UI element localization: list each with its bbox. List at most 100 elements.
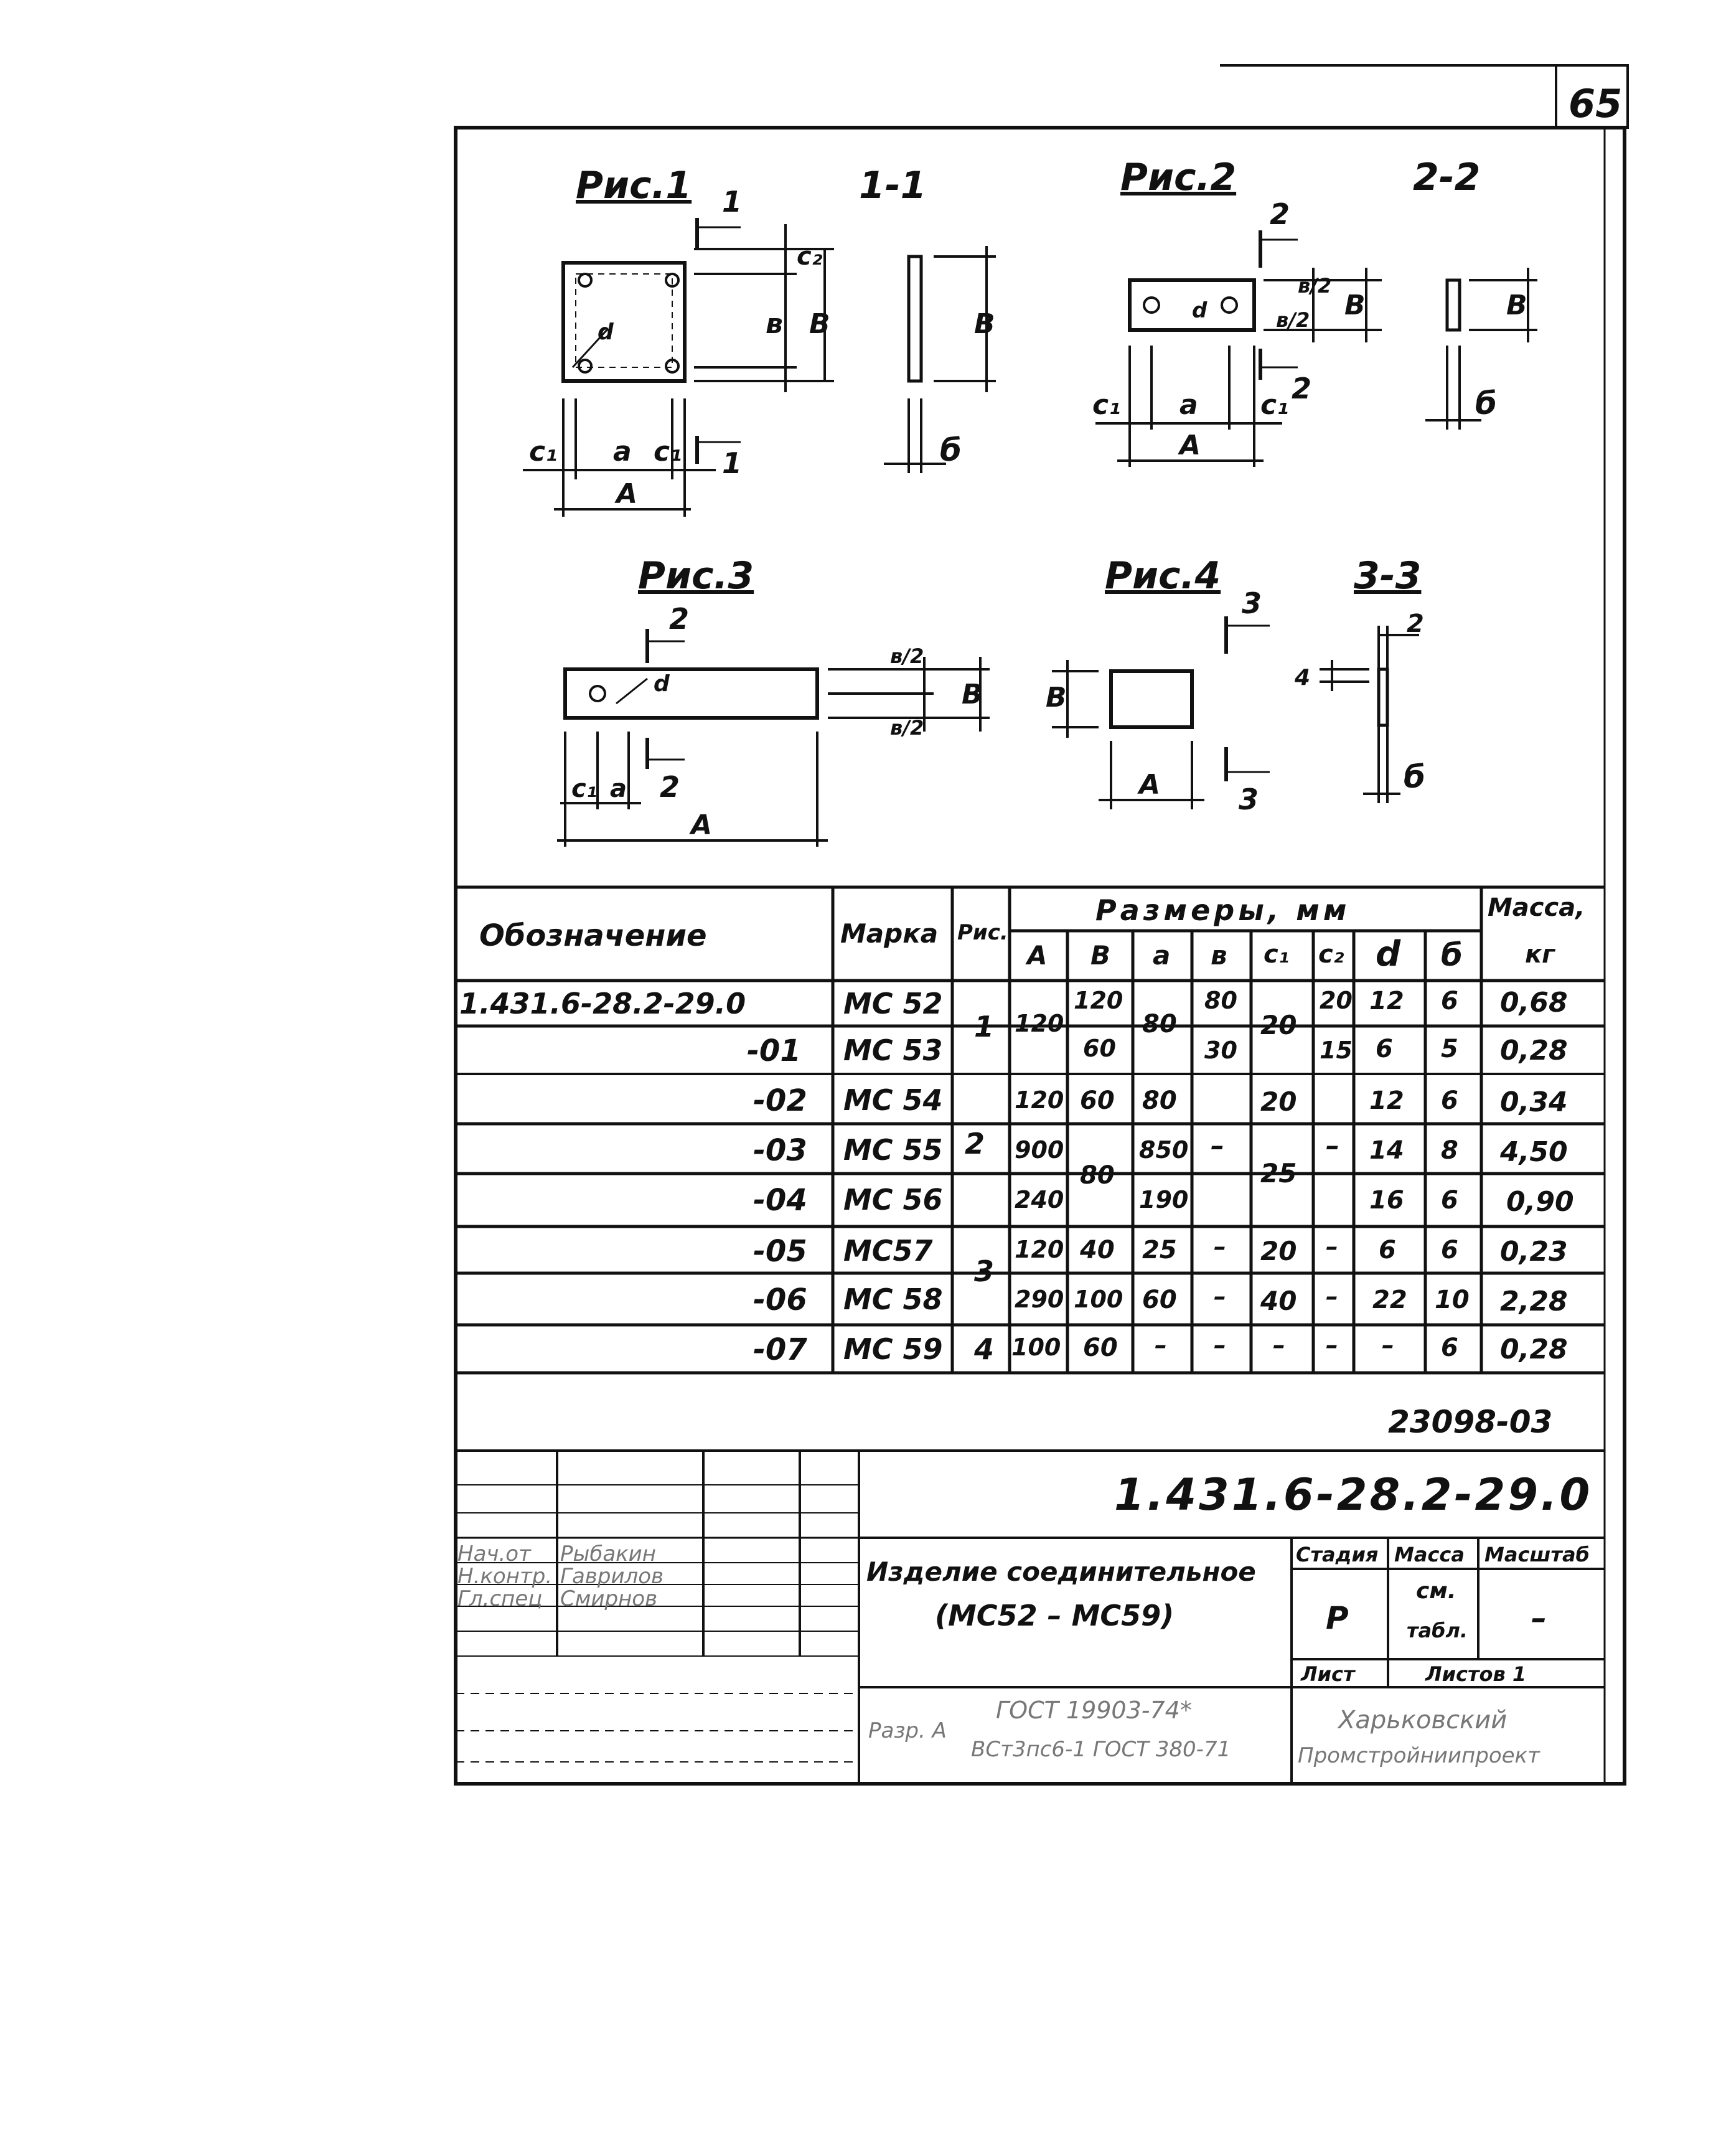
row5-mass: 0,90 (1506, 1186, 1574, 1218)
row1-v: 80 (1204, 987, 1237, 1014)
row1-designation: 1.431.6-28.2-29.0 (459, 987, 746, 1020)
fig4-label-B: В (1046, 682, 1067, 713)
mass-header: Масса (1394, 1543, 1465, 1566)
stage-header: Стадия (1296, 1543, 1379, 1566)
row6-c2: – (1326, 1233, 1338, 1261)
row5-designation: -04 (753, 1183, 807, 1218)
row7-d: 22 (1372, 1286, 1407, 1314)
figure-2 (1095, 230, 1537, 467)
fig2-label-v2-bottom: в/2 (1276, 308, 1310, 332)
row3-a: 80 (1142, 1086, 1177, 1115)
fig4-label-A: А (1137, 769, 1160, 801)
row3-d: 12 (1369, 1086, 1404, 1115)
header-dim-c2: с₂ (1318, 940, 1344, 969)
row1-d: 12 (1369, 987, 1404, 1015)
fig-cell-3: 3 (974, 1255, 995, 1288)
mass-value-2: табл. (1407, 1619, 1468, 1642)
figure-4-labels: Рис.4 3-3 3 3 В А 4 2 б (1046, 554, 1425, 816)
row8-designation: -07 (753, 1332, 807, 1367)
row7-B: 100 (1074, 1286, 1123, 1313)
row8-mark: МС 59 (843, 1332, 943, 1366)
header-dim-A: А (1027, 940, 1048, 971)
row7-a: 60 (1142, 1286, 1177, 1314)
fig2-label-c1-left: с₁ (1092, 389, 1120, 421)
B-cell-80: 80 (1080, 1161, 1115, 1190)
header-dim-B: В (1090, 940, 1111, 971)
scale-value: – (1531, 1600, 1547, 1636)
row5-a: 190 (1139, 1186, 1189, 1213)
album-code: 23098-03 (1388, 1404, 1553, 1440)
row4-d: 14 (1369, 1136, 1404, 1165)
fig3-label-v2-bottom: в/2 (890, 716, 924, 740)
row2-mark: МС 53 (843, 1033, 943, 1067)
role-1: Нач.от (457, 1542, 531, 1566)
fig2-label-d: d (1192, 298, 1208, 323)
fig4-label-4: 4 (1294, 665, 1310, 690)
row2-designation: -01 (747, 1033, 801, 1068)
fig3-label-d: d (654, 671, 670, 697)
row8-A: 100 (1011, 1334, 1061, 1361)
stamp-title-line1: Изделие соединительное (866, 1556, 1256, 1587)
header-mass: Масса, (1488, 893, 1585, 922)
figure-3 (557, 629, 990, 847)
figure-3-labels: Рис.3 2 2 с₁ а А в/2 в/2 В d (571, 554, 983, 841)
fig2-label-c1-right: с₁ (1260, 389, 1288, 421)
row4-a: 850 (1139, 1136, 1189, 1164)
a-cell-80: 80 (1142, 1010, 1177, 1038)
row1-c2: 20 (1320, 987, 1353, 1014)
name-2: Гаврилов (560, 1564, 664, 1589)
fig1-label-B: В (809, 308, 830, 340)
row2-v: 30 (1204, 1037, 1237, 1064)
row7-designation: -06 (753, 1283, 807, 1317)
row2-B: 60 (1083, 1035, 1116, 1062)
row7-c2: – (1326, 1283, 1338, 1311)
fig4-title: Рис.4 (1105, 554, 1221, 598)
page-number: 65 (1569, 81, 1623, 126)
fig1-label-c2: с₂ (797, 242, 823, 271)
row8-c2: – (1326, 1331, 1338, 1360)
fig4-section-mark: 3 (1242, 586, 1262, 620)
row1-mass: 0,68 (1500, 987, 1568, 1019)
c1-cell-20: 20 (1260, 1010, 1297, 1040)
bottom-center-2: ВСт3пс6-1 ГОСТ 380-71 (971, 1737, 1231, 1762)
fig2-section-label-B: В (1506, 290, 1527, 321)
row3-mass: 0,34 (1500, 1086, 1568, 1118)
row8-c1: – (1273, 1331, 1285, 1360)
fig3-section-mark: 2 (669, 602, 689, 636)
header-dimensions: Размеры, мм (1095, 893, 1351, 927)
fig2-label-B: В (1344, 290, 1366, 321)
row8-B: 60 (1083, 1334, 1118, 1362)
row6-mark: МС57 (843, 1234, 933, 1268)
fig1-label-a: а (613, 436, 632, 468)
figure-1 (523, 218, 996, 517)
fig4-section-title: 3-3 (1354, 554, 1421, 598)
sheets-label: Листов 1 (1425, 1662, 1527, 1686)
header-designation: Обозначение (479, 918, 707, 953)
figure-1-labels: Рис.1 1-1 1 1 с₁ а с₁ А с₂ в В б d В (529, 164, 995, 510)
fig2-label-b: б (1475, 385, 1497, 421)
fig2-label-v2-top: в/2 (1298, 274, 1331, 298)
scale-header: Масштаб (1484, 1543, 1590, 1566)
org-line-2: Промстройниипроект (1298, 1743, 1540, 1768)
v-cell-dash: – (1211, 1130, 1224, 1162)
header-mass-unit: кг (1525, 940, 1555, 969)
row6-A: 120 (1015, 1236, 1064, 1263)
header-dim-a: а (1153, 940, 1171, 971)
fig3-label-v2-top: в/2 (890, 644, 924, 668)
figure-4 (1052, 616, 1419, 809)
row6-v: – (1214, 1233, 1226, 1261)
row3-B: 60 (1080, 1086, 1115, 1115)
row2-d: 6 (1376, 1035, 1393, 1063)
row3-c1: 20 (1260, 1086, 1297, 1117)
role-3: Гл.спец (457, 1586, 543, 1611)
row4-A: 900 (1015, 1136, 1064, 1164)
bottom-left-note: Разр. А (868, 1718, 947, 1743)
row5-A: 240 (1015, 1186, 1064, 1213)
fig1-label-c1-right: с₁ (654, 436, 682, 468)
role-2: Н.контр. (457, 1564, 553, 1589)
sheet-label: Лист (1301, 1662, 1355, 1686)
row5-b: 6 (1441, 1186, 1458, 1215)
name-3: Смирнов (560, 1586, 658, 1611)
row8-d: – (1382, 1331, 1394, 1360)
